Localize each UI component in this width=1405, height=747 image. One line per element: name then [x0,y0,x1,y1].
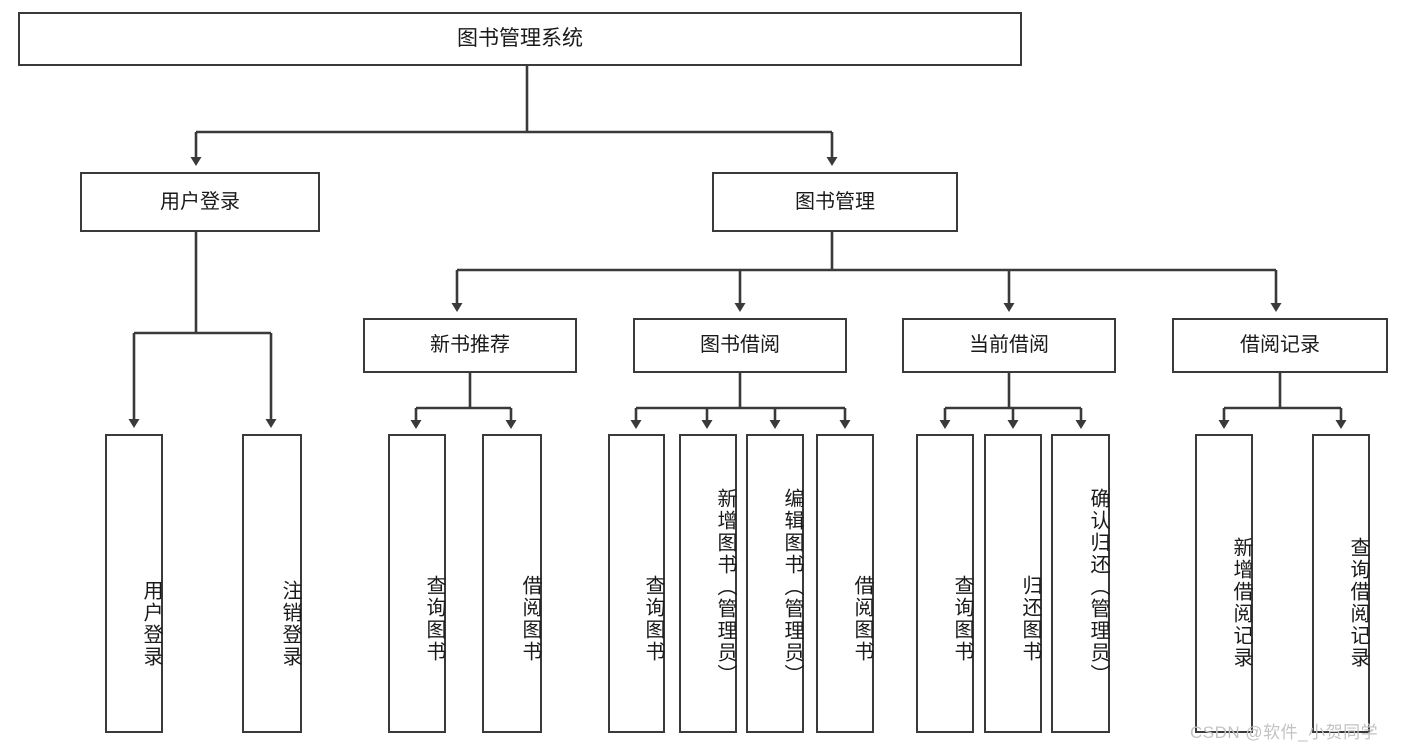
leaf-logout[interactable]: 注销登录 [242,434,302,733]
leaf-add-book[interactable]: 新增图书（管理员） [679,434,737,733]
leaf-borrow-book-2[interactable]: 借阅图书 [816,434,874,733]
leaf-borrow-book-2-label: 借阅图书 [851,574,873,663]
node-root[interactable]: 图书管理系统 [18,12,1022,66]
leaf-query-book-2-label: 查询图书 [642,574,664,663]
node-borrow-record[interactable]: 借阅记录 [1172,318,1388,373]
leaf-query-record-label: 查询借阅记录 [1347,536,1369,669]
node-new-book-recommend-label: 新书推荐 [430,334,510,356]
node-book-borrow-label: 图书借阅 [700,334,780,356]
leaf-query-book-3-label: 查询图书 [951,574,973,663]
leaf-query-book-2[interactable]: 查询图书 [608,434,665,733]
node-user-login-label: 用户登录 [160,190,240,213]
leaf-query-book-1[interactable]: 查询图书 [388,434,446,733]
node-current-borrow[interactable]: 当前借阅 [902,318,1116,373]
leaf-edit-book[interactable]: 编辑图书（管理员） [746,434,804,733]
leaf-borrow-book-1[interactable]: 借阅图书 [482,434,542,733]
node-book-management[interactable]: 图书管理 [712,172,958,232]
node-borrow-record-label: 借阅记录 [1240,334,1320,356]
leaf-edit-book-label: 编辑图书（管理员） [781,487,803,686]
node-book-management-label: 图书管理 [795,190,875,213]
leaf-return-book-label: 归还图书 [1019,574,1041,663]
leaf-add-record-label: 新增借阅记录 [1230,536,1252,669]
leaf-query-record[interactable]: 查询借阅记录 [1312,434,1370,733]
leaf-user-login[interactable]: 用户登录 [105,434,163,733]
node-root-label: 图书管理系统 [457,26,583,50]
leaf-confirm-return-label: 确认归还（管理员） [1087,487,1109,686]
leaf-add-book-label: 新增图书（管理员） [714,487,736,686]
leaf-add-record[interactable]: 新增借阅记录 [1195,434,1253,733]
leaf-confirm-return[interactable]: 确认归还（管理员） [1051,434,1110,733]
node-new-book-recommend[interactable]: 新书推荐 [363,318,577,373]
node-current-borrow-label: 当前借阅 [969,334,1049,356]
leaf-borrow-book-1-label: 借阅图书 [519,574,541,663]
leaf-logout-label: 注销登录 [279,579,301,668]
leaf-query-book-1-label: 查询图书 [423,574,445,663]
node-book-borrow[interactable]: 图书借阅 [633,318,847,373]
leaf-query-book-3[interactable]: 查询图书 [916,434,974,733]
leaf-return-book[interactable]: 归还图书 [984,434,1042,733]
leaf-user-login-label: 用户登录 [140,579,162,668]
node-user-login[interactable]: 用户登录 [80,172,320,232]
csdn-watermark: CSDN @软件_小贺同学 [1190,723,1379,742]
